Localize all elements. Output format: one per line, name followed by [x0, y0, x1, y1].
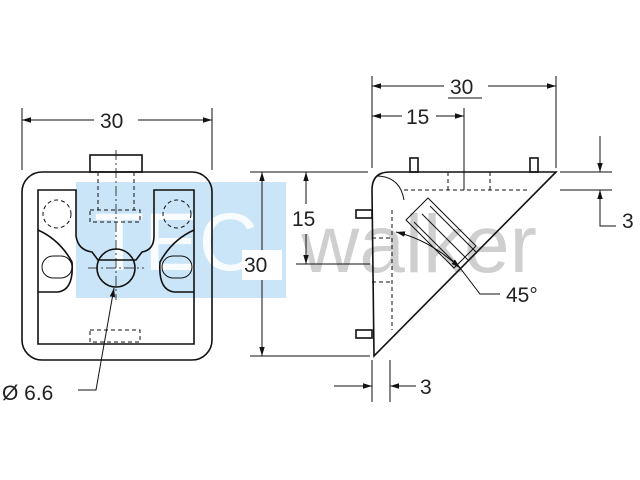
side-pin-left-top — [355, 209, 373, 219]
side-bottom-offset-label: 3 — [420, 376, 432, 399]
side-halfheight-dim-label: 15 — [292, 208, 315, 231]
side-top-dim-label: 30 — [450, 76, 473, 99]
front-hole-dim-label: Ø 6.6 — [2, 382, 53, 405]
side-angle-leader — [453, 259, 500, 295]
side-offset-leader — [599, 214, 616, 227]
side-pin-top-right — [529, 157, 539, 173]
front-hidden-slot-bottom — [89, 329, 141, 343]
side-halfheight-dim-bg — [290, 204, 322, 234]
side-half-dim-label: 15 — [406, 106, 429, 129]
side-body-outline — [371, 171, 558, 358]
side-height-dim-label: 30 — [244, 254, 267, 277]
side-height-dim-bg — [242, 250, 282, 280]
front-width-dim-label: 30 — [100, 110, 123, 133]
side-angle-arc — [395, 231, 461, 269]
side-top-dim-bg — [444, 74, 488, 98]
front-right-upper-hole — [162, 199, 192, 229]
side-half-dim-bg — [402, 104, 436, 128]
side-angle-label: 45° — [506, 284, 538, 307]
front-left-upper-hole — [42, 199, 72, 229]
front-hidden-slot-top — [89, 209, 141, 223]
watermark-text: walker — [299, 199, 537, 290]
front-hole-leader — [78, 287, 116, 391]
front-inner-profile — [37, 189, 195, 345]
side-pin-top-left — [409, 157, 419, 173]
front-left-slot — [41, 255, 73, 279]
front-right-slot — [161, 255, 193, 279]
front-right-lobe — [158, 229, 195, 293]
side-inner-arc — [375, 175, 405, 201]
front-view: 30 Ø 6.6 — [2, 108, 213, 405]
side-pin-left-bottom — [355, 329, 373, 339]
front-left-lobe — [37, 229, 74, 293]
side-offset-top-label: 3 — [622, 210, 634, 233]
side-view: 30 15 30 15 45° 3 3 — [242, 74, 634, 402]
front-width-dim-bg — [94, 108, 138, 132]
